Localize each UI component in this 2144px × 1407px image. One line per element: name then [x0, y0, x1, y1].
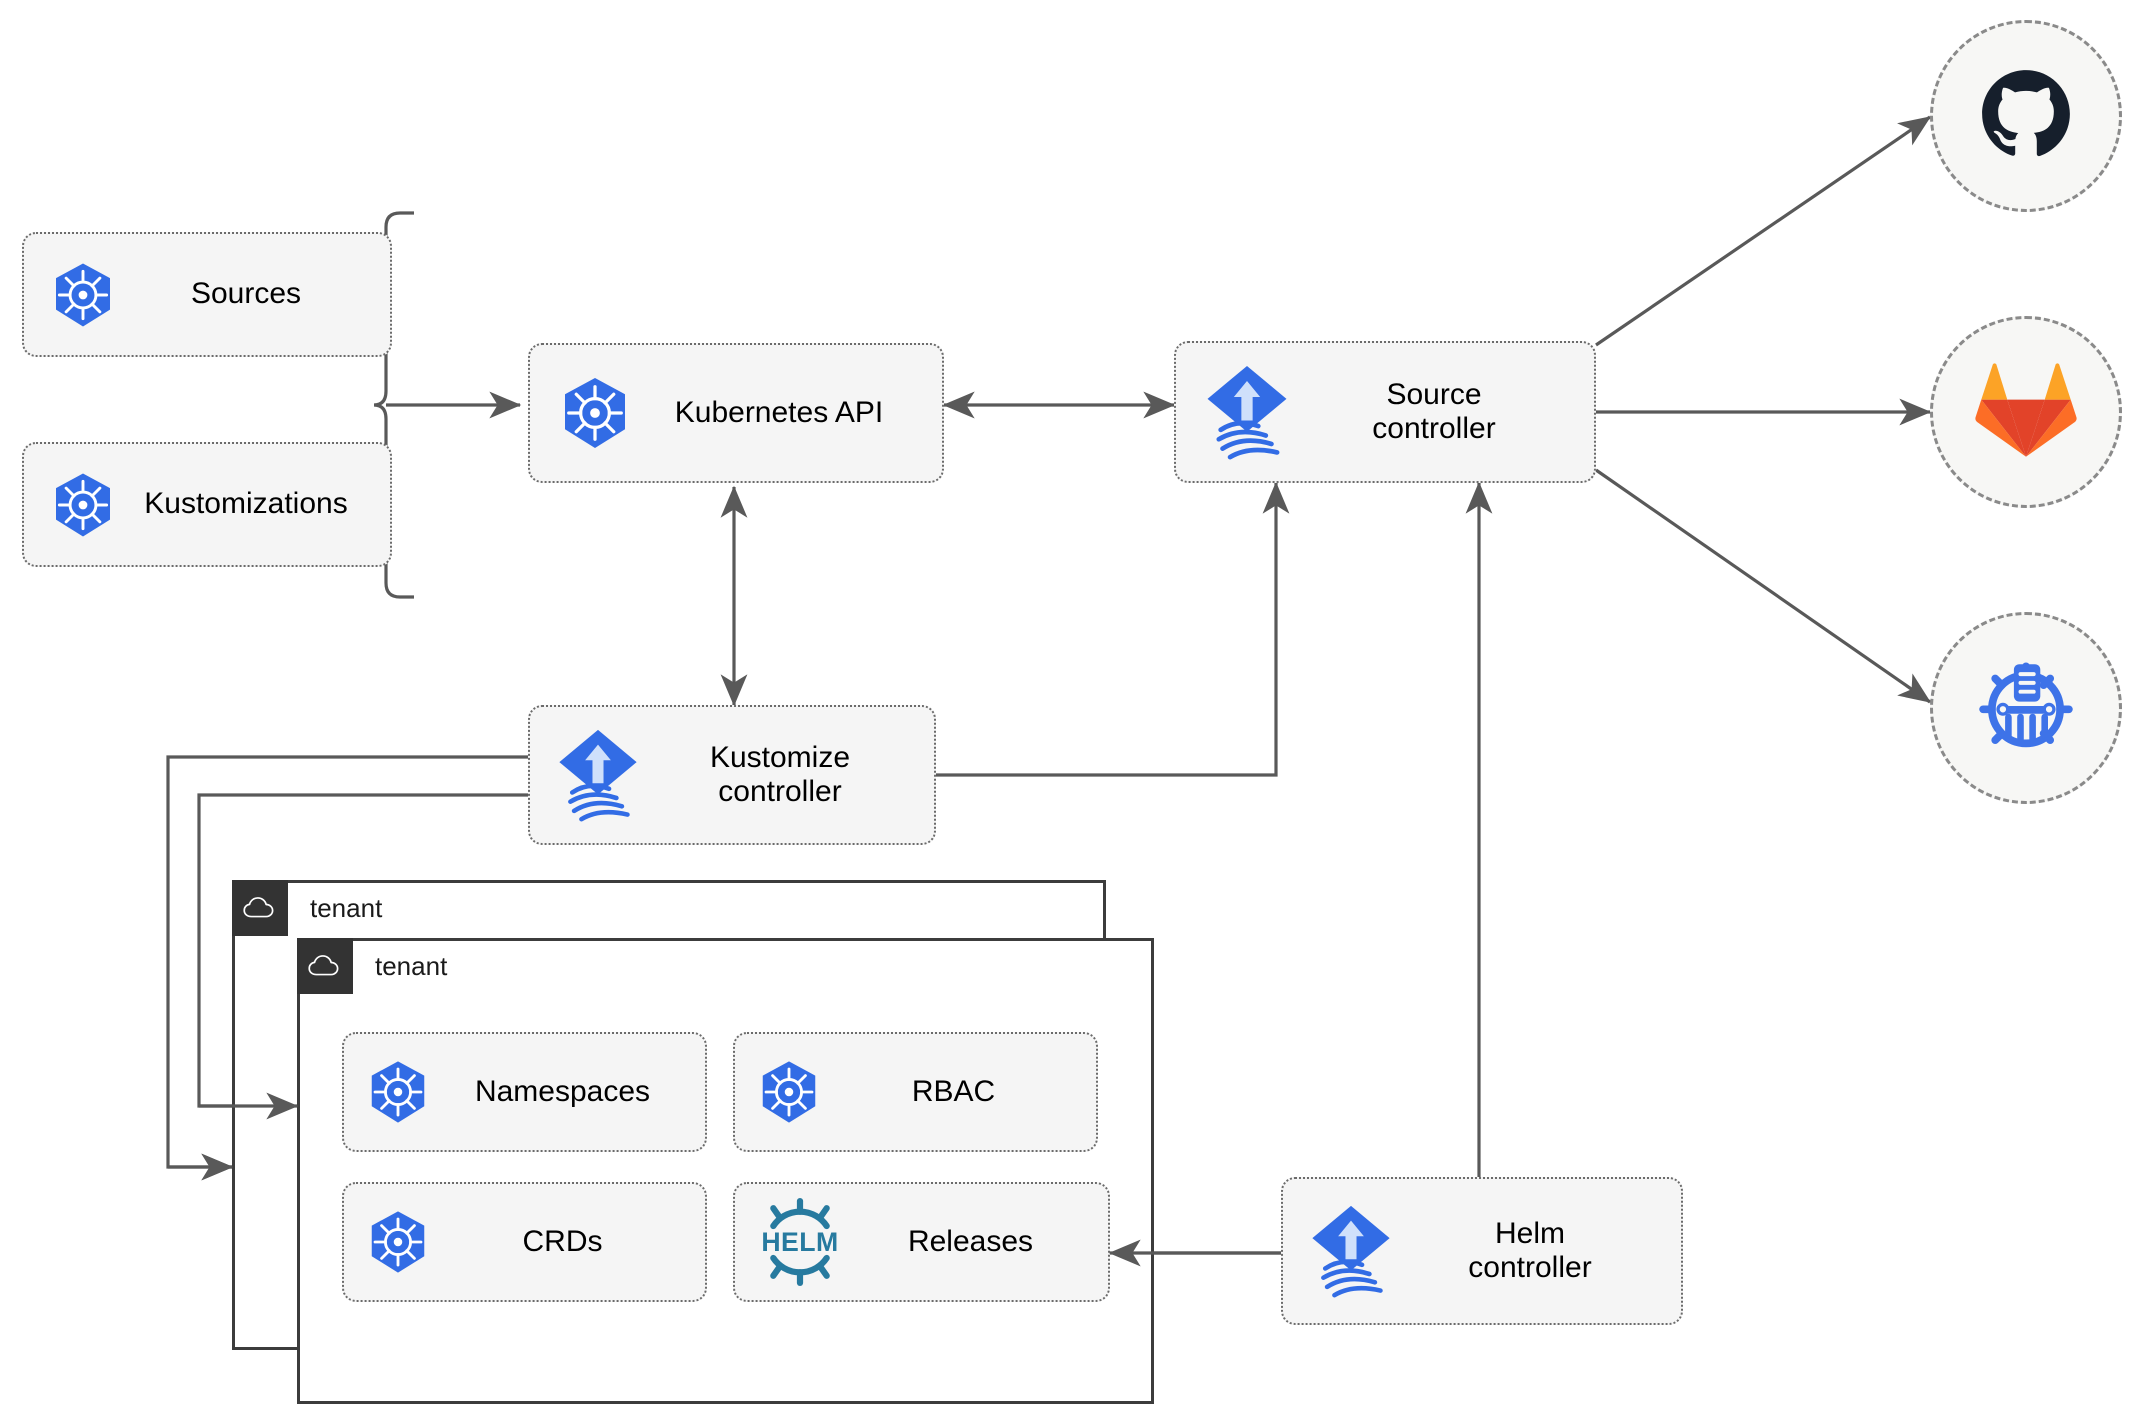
- node-namespaces[interactable]: Namespaces: [342, 1032, 707, 1152]
- node-label: Releases: [907, 1224, 1034, 1258]
- node-crds[interactable]: CRDs: [342, 1182, 707, 1302]
- edge-source-github: [1595, 115, 1932, 347]
- node-label: Source controller: [1372, 377, 1496, 446]
- tenant-header-outer: tenant: [232, 880, 382, 936]
- flux-icon: [550, 723, 646, 827]
- kubernetes-icon: [360, 1204, 436, 1280]
- bucket-icon: [1971, 651, 2081, 766]
- node-rbac[interactable]: RBAC: [733, 1032, 1098, 1152]
- node-helm-controller[interactable]: Helm controller: [1281, 1177, 1683, 1325]
- kubernetes-icon: [552, 370, 638, 456]
- node-label: Kustomizations: [144, 487, 348, 521]
- kubernetes-icon: [44, 256, 122, 334]
- node-label: Namespaces: [474, 1074, 651, 1108]
- node-releases[interactable]: HELM Releases: [733, 1182, 1110, 1302]
- cloud-icon: [297, 938, 353, 994]
- kubernetes-icon: [751, 1054, 827, 1130]
- edge-kustomize-source: [936, 481, 1290, 777]
- gitlab-icon: [1974, 361, 2078, 464]
- node-label: CRDs: [522, 1224, 603, 1258]
- tenant-header-inner: tenant: [297, 938, 447, 994]
- helm-icon: HELM: [751, 1196, 849, 1288]
- kubernetes-icon: [44, 466, 122, 544]
- node-kustomizations[interactable]: Kustomizations: [22, 442, 392, 567]
- node-sources[interactable]: Sources: [22, 232, 392, 357]
- node-label: Sources: [190, 277, 302, 311]
- tenant-box-inner[interactable]: [297, 938, 1154, 1404]
- node-kustomize-controller[interactable]: Kustomize controller: [528, 705, 936, 845]
- node-kubernetes-api[interactable]: Kubernetes API: [528, 343, 944, 483]
- github-icon: [1972, 60, 2080, 173]
- provider-github[interactable]: [1930, 20, 2122, 212]
- tenant-label: tenant: [310, 892, 383, 923]
- node-label: Kustomize controller: [709, 740, 851, 809]
- provider-gitlab[interactable]: [1930, 316, 2122, 508]
- node-label: RBAC: [911, 1074, 996, 1108]
- node-source-controller[interactable]: Source controller: [1174, 341, 1596, 483]
- svg-text:HELM: HELM: [761, 1227, 838, 1257]
- cloud-icon: [232, 880, 288, 936]
- tenant-label: tenant: [375, 950, 448, 981]
- node-label: Helm controller: [1468, 1216, 1592, 1285]
- kubernetes-icon: [360, 1054, 436, 1130]
- node-label: Kubernetes API: [674, 395, 884, 429]
- flux-icon: [1303, 1199, 1399, 1303]
- edge-source-bucket: [1595, 468, 1932, 704]
- provider-bucket[interactable]: [1930, 612, 2122, 804]
- flux-icon: [1198, 359, 1296, 465]
